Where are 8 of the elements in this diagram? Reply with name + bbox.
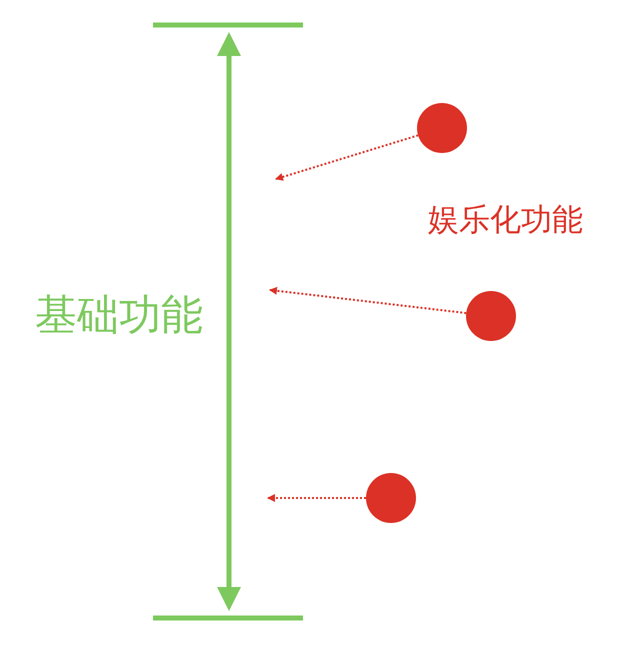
dot xyxy=(417,103,467,153)
dot xyxy=(366,473,416,523)
caption-text: 基础功能 xyxy=(35,294,203,336)
caption-text: 娱乐化功能 xyxy=(428,205,583,236)
arrow xyxy=(269,286,466,314)
arrow xyxy=(275,134,418,181)
arrow xyxy=(267,494,366,502)
dot xyxy=(466,291,516,341)
